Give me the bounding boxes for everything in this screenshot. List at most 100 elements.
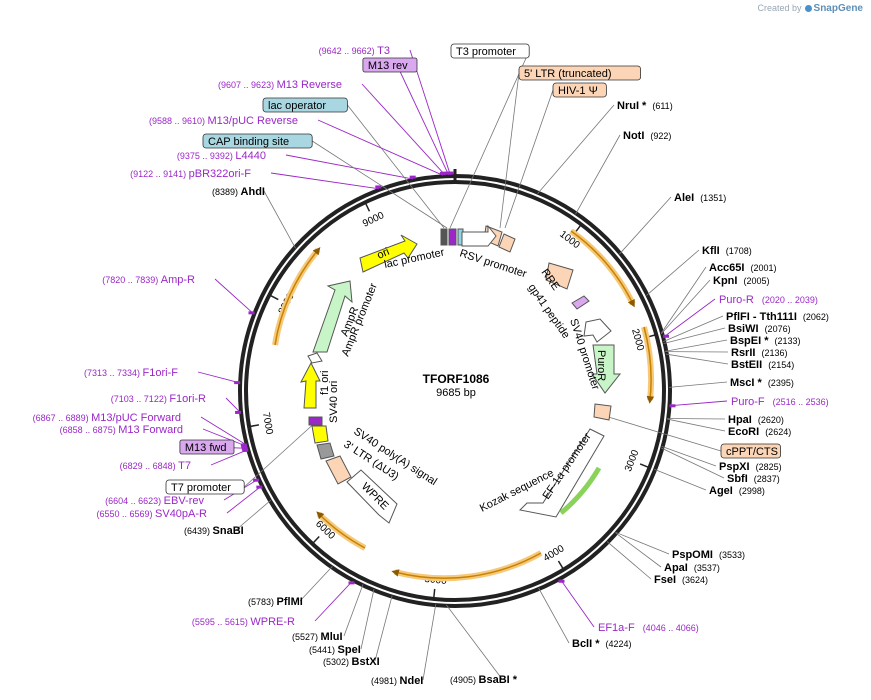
enzyme-name: HpaI xyxy=(728,414,752,426)
enzyme-position: (3537) xyxy=(694,563,720,573)
enzyme-leader xyxy=(235,499,272,531)
enzyme-label: FseI(3624) xyxy=(654,574,708,586)
enzyme-name: BstXI xyxy=(352,656,380,668)
enzyme-label: BsiWI(2076) xyxy=(728,323,791,335)
primer-range: (9607 .. 9623) xyxy=(218,80,277,90)
enzyme-name: AgeI xyxy=(709,485,733,497)
primer-leader xyxy=(210,449,248,466)
ruler-tick xyxy=(269,294,279,301)
primer-label: (7313 .. 7334) F1ori-F xyxy=(84,367,178,379)
primer-leader xyxy=(214,278,254,314)
enzyme-leader xyxy=(575,134,621,215)
primer-range: (9375 .. 9392) xyxy=(177,151,236,161)
enzyme-leader xyxy=(446,604,503,680)
primer-name: Amp-R xyxy=(161,274,195,286)
enzyme-leader xyxy=(660,266,707,334)
feature-lac-operator-box xyxy=(440,228,448,246)
primer-mark xyxy=(241,447,248,451)
feature-label-f1ori: f1 ori xyxy=(319,371,331,395)
primer-name: pBR322ori-F xyxy=(189,168,252,180)
primer-leader xyxy=(663,298,716,338)
enzyme-leader xyxy=(263,190,296,249)
feature-ampr xyxy=(312,280,353,353)
feature-sv40pa xyxy=(316,442,335,460)
primer-label: (6867 .. 6889) M13/pUC Forward xyxy=(33,412,181,424)
enzyme-leader xyxy=(660,279,711,335)
enzyme-position: (5783) xyxy=(248,597,277,607)
primer-name: L4440 xyxy=(235,150,266,162)
primer-name: M13 Forward xyxy=(118,424,183,436)
primer-range: (4046 .. 4066) xyxy=(643,623,699,633)
enzyme-position: (5441) xyxy=(309,645,338,655)
enzyme-label: (5783) PflMI xyxy=(248,596,303,608)
orf-arc-1-line xyxy=(570,230,635,308)
feature-label-gp41: gp41 peptide xyxy=(526,282,572,341)
box-leader xyxy=(499,72,520,229)
feature-lac-arrow xyxy=(461,224,497,247)
feature-box-label: cPPT/CTS xyxy=(726,446,778,458)
enzyme-leader xyxy=(606,541,652,580)
primer-mark xyxy=(242,448,249,452)
enzyme-label: BclI *(4224) xyxy=(572,638,632,650)
enzyme-leader xyxy=(667,418,726,432)
box-leader xyxy=(243,419,319,488)
feature-rsv-small xyxy=(498,233,516,253)
plasmid-name: TFORF1086 xyxy=(423,372,490,386)
enzyme-label: RsrII(2136) xyxy=(731,347,787,359)
primer-range: (6829 .. 6848) xyxy=(120,461,179,471)
primer-label: (6829 .. 6848) T7 xyxy=(120,460,191,472)
feature-box xyxy=(202,133,313,149)
enzyme-name: BsaBI xyxy=(479,674,510,686)
feature-3ltr xyxy=(325,455,352,485)
primer-label: (9642 .. 9662) T3 xyxy=(319,45,390,57)
enzyme-name: Acc65I xyxy=(709,262,744,274)
enzyme-leader xyxy=(661,447,725,479)
primer-label: Puro-F(2516 .. 2536) xyxy=(731,396,829,408)
enzyme-name: NdeI xyxy=(400,675,424,687)
enzyme-name: PspXI xyxy=(719,461,750,473)
primer-leader xyxy=(361,83,446,176)
primer-range: (7313 .. 7334) xyxy=(84,368,143,378)
enzyme-label: HpaI(2620) xyxy=(728,414,784,426)
primer-box xyxy=(362,57,418,73)
primer-range: (2020 .. 2039) xyxy=(762,295,818,305)
primer-mark xyxy=(558,579,565,583)
box-leader xyxy=(311,140,448,229)
enzyme-name: SpeI xyxy=(338,644,361,656)
primer-name: M13 rev xyxy=(368,60,408,72)
enzyme-name: AhdI xyxy=(241,186,265,198)
enzyme-label: PspOMI(3533) xyxy=(672,549,745,561)
primer-leader xyxy=(285,154,414,180)
enzyme-name: PspOMI xyxy=(672,549,713,561)
enzyme-name: NotI xyxy=(623,130,644,142)
feature-box xyxy=(518,65,641,81)
enzyme-label: ApaI(3537) xyxy=(664,562,720,574)
primer-box xyxy=(179,439,235,455)
feature-ampr-promoter xyxy=(307,352,323,364)
feature-gp41 xyxy=(571,295,590,310)
enzyme-label: (8389) AhdI xyxy=(212,186,265,198)
box-leader xyxy=(504,89,554,229)
enzyme-position: (2998) xyxy=(739,486,765,496)
feature-box-label: T7 promoter xyxy=(171,482,231,494)
primer-name: EF1a-F xyxy=(598,622,635,634)
box-leader xyxy=(604,415,722,452)
primer-mark xyxy=(375,185,382,189)
primer-mark xyxy=(253,478,260,482)
enzyme-label: (5441) SpeI xyxy=(309,644,361,656)
primer-name: M13 Reverse xyxy=(277,79,342,91)
primer-label: (7103 .. 7122) F1ori-R xyxy=(111,393,206,405)
feature-cppt xyxy=(593,403,612,421)
enzyme-position: (2136) xyxy=(761,348,787,358)
primer-label: (9122 .. 9141) pBR322ori-F xyxy=(130,168,251,180)
enzyme-label: NruI *(611) xyxy=(617,100,673,112)
enzyme-position: (2133) xyxy=(775,336,801,346)
enzyme-leader xyxy=(665,353,729,365)
primer-leader xyxy=(226,485,262,514)
orf-arcs xyxy=(272,228,655,582)
primer-leader xyxy=(670,400,728,407)
leader-lines xyxy=(197,49,729,681)
primer-range: (7103 .. 7122) xyxy=(111,394,170,404)
